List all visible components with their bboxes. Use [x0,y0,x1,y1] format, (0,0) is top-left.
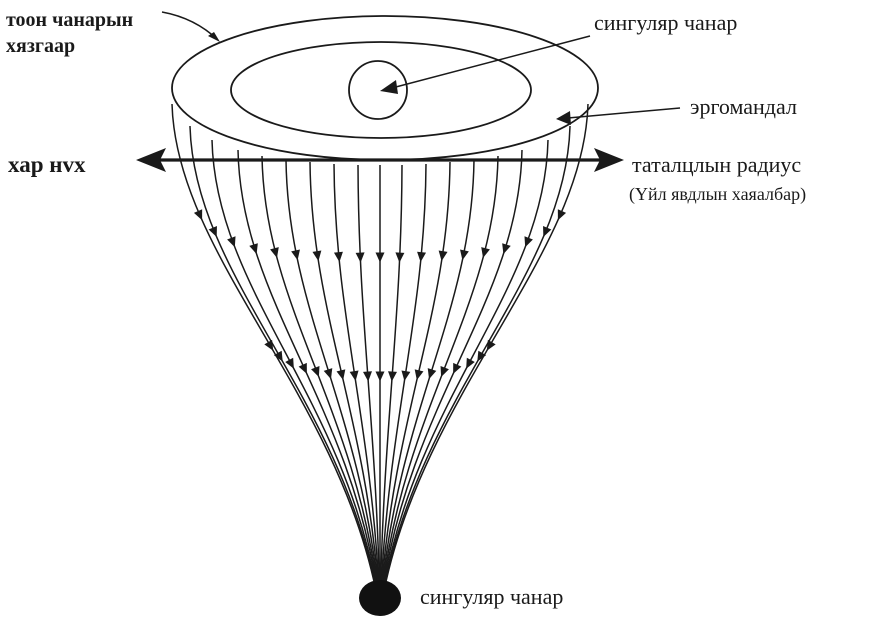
flow-arrowhead [438,250,448,262]
flow-line [382,139,549,591]
flow-line [381,155,499,591]
flow-arrowhead [502,243,511,255]
black-hole-label: хар нvх [8,152,86,177]
ergosphere-ellipse [230,41,532,139]
singularity-dot [359,580,401,616]
flow-arrowhead [273,350,283,362]
flow-line [381,159,475,591]
flow-arrowhead [298,362,307,374]
flow-line [383,125,571,591]
flow-line [382,149,523,591]
flow-arrowhead [375,371,385,382]
radius-label-line1: таталцлын радиус [632,152,801,177]
singularity-pointer-head [380,80,398,94]
flow-line [237,149,378,591]
flow-line [285,159,379,591]
singularity-top-label: сингуляр чанар [594,10,737,35]
flow-arrowhead [388,371,397,382]
flow-arrowhead [249,243,258,255]
flow-arrowhead [486,339,496,351]
flow-arrowhead [270,247,279,258]
flow-arrowhead [323,368,333,380]
flow-arrowhead [208,226,217,238]
flow-line [261,155,379,591]
flow-arrowhead [355,252,365,263]
flow-line [211,139,378,591]
boundary-pointer-head [208,32,220,42]
flow-arrowhead [477,350,487,362]
radius-label-line2: (Үйл явдлын хаяалбар) [629,184,806,205]
flow-line [380,161,451,591]
flow-arrowhead [395,252,405,263]
arrow-left-head [136,148,166,172]
flow-arrowhead [481,247,490,258]
flow-arrowhead [453,362,462,374]
boundary-label-line1: тоон чанарын [6,9,133,31]
flow-arrowhead [417,251,427,263]
flow-lines [171,103,589,591]
singularity-circle [348,60,408,120]
flow-arrowhead [427,368,437,380]
flow-arrowhead [460,249,469,261]
flow-line [379,164,403,591]
flow-arrowhead [557,209,567,221]
flow-line [380,163,427,591]
flow-arrowhead [227,236,236,248]
flow-arrowhead [349,370,359,382]
flow-arrowhead [363,371,372,382]
arrow-right-head [594,148,624,172]
flow-arrowhead [333,251,343,263]
flow-line [171,103,377,591]
flow-arrowhead [193,209,203,221]
flow-arrowhead [440,366,449,377]
flow-line [357,164,381,591]
singularity-bottom-label: сингуляр чанар [420,584,563,609]
flow-arrowhead [524,236,533,248]
flow-arrowhead [543,226,552,238]
flow-arrowhead [375,252,385,263]
flow-arrowhead [285,357,294,369]
pointer-leaders [161,11,681,125]
flow-line [383,103,589,591]
ergosphere-pointer-head [556,111,571,125]
flow-line [189,125,377,591]
flow-arrowhead [336,369,346,381]
flow-arrowhead [311,366,320,377]
flow-arrowhead [291,249,300,261]
boundary-label-line2: хязгаар [6,35,75,57]
flow-arrowhead [401,370,411,382]
flow-arrowhead [414,369,424,381]
flow-arrowhead [312,250,322,262]
flow-line [309,161,380,591]
ergosphere-label: эргомандал [690,94,797,119]
flow-arrowhead [466,357,475,369]
flow-line [333,163,380,591]
gravitational-radius-arrow [136,148,624,172]
